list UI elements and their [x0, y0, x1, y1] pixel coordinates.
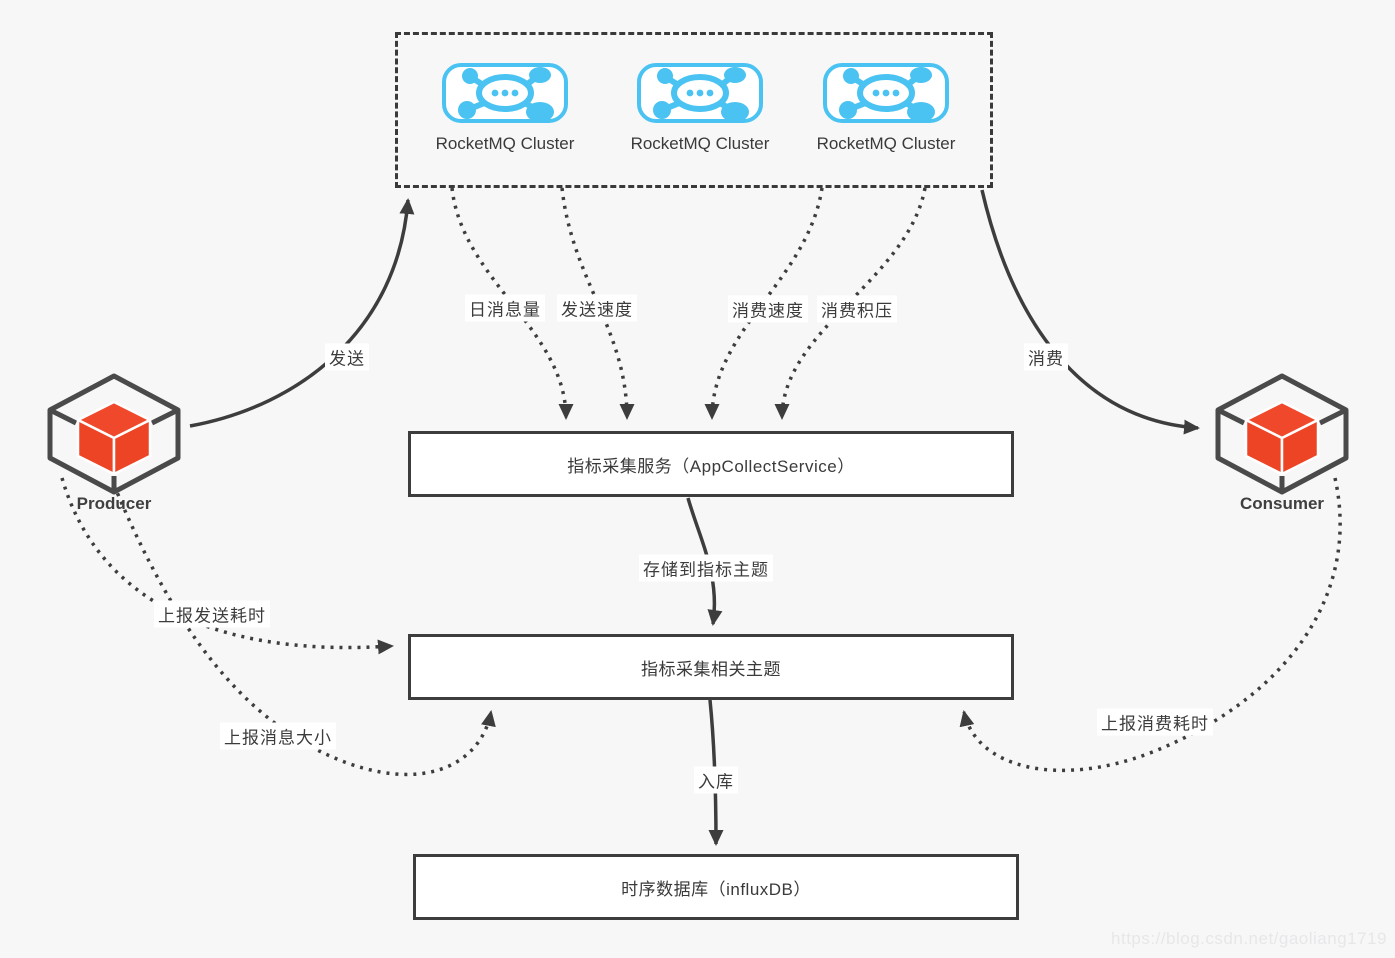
edge-report-consume-cost	[959, 477, 1342, 773]
edge-label-report-consume-cost: 上报消费耗时	[1097, 708, 1213, 736]
edge-label-consume-speed: 消费速度	[728, 295, 808, 323]
collect-service-box: 指标采集服务（AppCollectService）	[408, 431, 1014, 497]
edge-label-consume: 消费	[1024, 343, 1068, 371]
collect-service-label: 指标采集服务（AppCollectService）	[567, 456, 855, 476]
producer-label: Producer	[76, 494, 152, 513]
watermark-text: https://blog.csdn.net/gaoliang1719	[1111, 929, 1387, 948]
consumer-label: Consumer	[1239, 494, 1325, 513]
rocketmq-cluster-icon	[823, 63, 949, 123]
consumer-cube-icon	[1215, 373, 1349, 495]
edge-label-report-send-cost: 上报发送耗时	[154, 600, 270, 628]
tsdb-label: 时序数据库（influxDB）	[621, 879, 811, 899]
edge-label-store-to-topic: 存储到指标主题	[639, 554, 773, 582]
metric-topics-label: 指标采集相关主题	[641, 659, 781, 679]
rocketmq-cluster-group	[395, 32, 993, 188]
metric-topics-box: 指标采集相关主题	[408, 634, 1014, 700]
edge-consume-backlog	[774, 187, 927, 420]
cluster-2-label: RocketMQ Cluster	[630, 134, 770, 153]
edge-consume-speed	[704, 187, 824, 420]
cluster-3-label: RocketMQ Cluster	[816, 134, 956, 153]
edge-label-to-db: 入库	[694, 766, 738, 794]
edge-send-speed	[560, 187, 635, 420]
edge-consume	[980, 189, 1200, 435]
edge-label-send: 发送	[325, 343, 369, 371]
edge-label-send-speed: 发送速度	[557, 294, 637, 322]
cluster-1-label: RocketMQ Cluster	[435, 134, 575, 153]
rocketmq-cluster-icon	[442, 63, 568, 123]
rocketmq-cluster-icon	[637, 63, 763, 123]
edge-label-daily-msg-count: 日消息量	[465, 294, 545, 322]
edge-label-report-msg-size: 上报消息大小	[220, 722, 336, 750]
tsdb-box: 时序数据库（influxDB）	[413, 854, 1019, 920]
edge-label-consume-backlog: 消费积压	[817, 295, 897, 323]
producer-cube-icon	[47, 373, 181, 495]
edge-send	[189, 198, 415, 428]
